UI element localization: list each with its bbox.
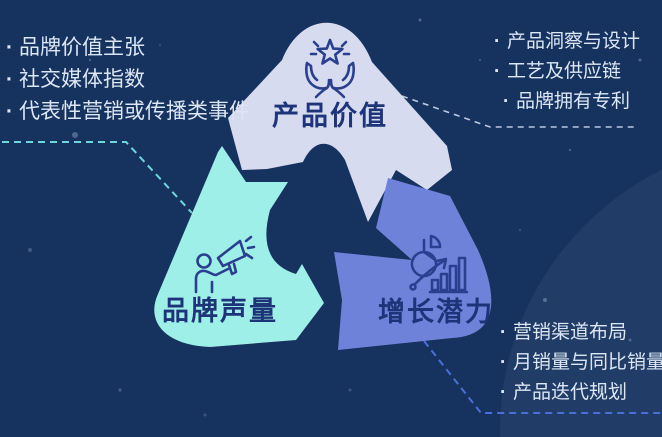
connector-product-value bbox=[401, 95, 638, 128]
list-item: · 月销量与同比销量 bbox=[500, 352, 662, 374]
connector-growth bbox=[423, 340, 662, 414]
list-item-label: 社交媒体指数 bbox=[19, 68, 145, 91]
bullet-marker: · bbox=[503, 91, 510, 112]
megaphone-icon bbox=[194, 235, 256, 294]
list-item-label: 产品迭代规划 bbox=[513, 382, 628, 403]
node-label-brand-voice: 品牌声量 bbox=[162, 296, 278, 326]
background-stars bbox=[28, 18, 642, 417]
list-item: · 工艺及供应链 bbox=[494, 61, 640, 83]
list-item: · 社交媒体指数 bbox=[6, 69, 250, 91]
bullet-marker: · bbox=[494, 31, 501, 52]
corner-glow bbox=[500, 169, 662, 437]
list-item: · 品牌拥有专利 bbox=[494, 91, 640, 113]
bullet-marker: · bbox=[500, 322, 507, 343]
list-item-label: 品牌拥有专利 bbox=[516, 91, 631, 112]
list-item-label: 工艺及供应链 bbox=[507, 61, 622, 82]
bullet-marker: · bbox=[6, 68, 13, 91]
connector-brand-voice bbox=[2, 141, 193, 214]
list-item: · 营销渠道布局 bbox=[500, 322, 662, 344]
growth-points-list: · 营销渠道布局 · 月销量与同比销量 · 产品迭代规划 bbox=[500, 322, 662, 404]
list-item-label: 月销量与同比销量 bbox=[513, 352, 662, 373]
hands-star-icon bbox=[304, 38, 356, 99]
node-label-product-value: 产品价值 bbox=[272, 101, 388, 131]
brand-voice-points-list: · 品牌价值主张 · 社交媒体指数 · 代表性营销或传播类事件 bbox=[6, 37, 250, 123]
list-item-label: 营销渠道布局 bbox=[513, 322, 628, 343]
bullet-marker: · bbox=[6, 100, 13, 123]
product-value-points-list: · 产品洞察与设计 · 工艺及供应链 · 品牌拥有专利 bbox=[494, 31, 640, 113]
product-value-arrow bbox=[228, 22, 452, 222]
node-label-growth-potential: 增长潜力 bbox=[378, 297, 494, 327]
bullet-marker: · bbox=[500, 352, 507, 373]
list-item: · 产品洞察与设计 bbox=[494, 31, 640, 53]
brand-voice-arrow bbox=[154, 146, 324, 347]
bullet-marker: · bbox=[494, 61, 501, 82]
list-item-label: 品牌价值主张 bbox=[19, 36, 145, 59]
list-item-label: 代表性营销或传播类事件 bbox=[19, 100, 250, 123]
bullet-marker: · bbox=[6, 36, 13, 59]
growth-chart-icon bbox=[409, 234, 469, 294]
list-item: · 代表性营销或传播类事件 bbox=[6, 101, 250, 123]
bullet-marker: · bbox=[500, 382, 507, 403]
list-item-label: 产品洞察与设计 bbox=[507, 31, 641, 52]
list-item: · 品牌价值主张 bbox=[6, 37, 250, 59]
list-item: · 产品迭代规划 bbox=[500, 382, 662, 404]
